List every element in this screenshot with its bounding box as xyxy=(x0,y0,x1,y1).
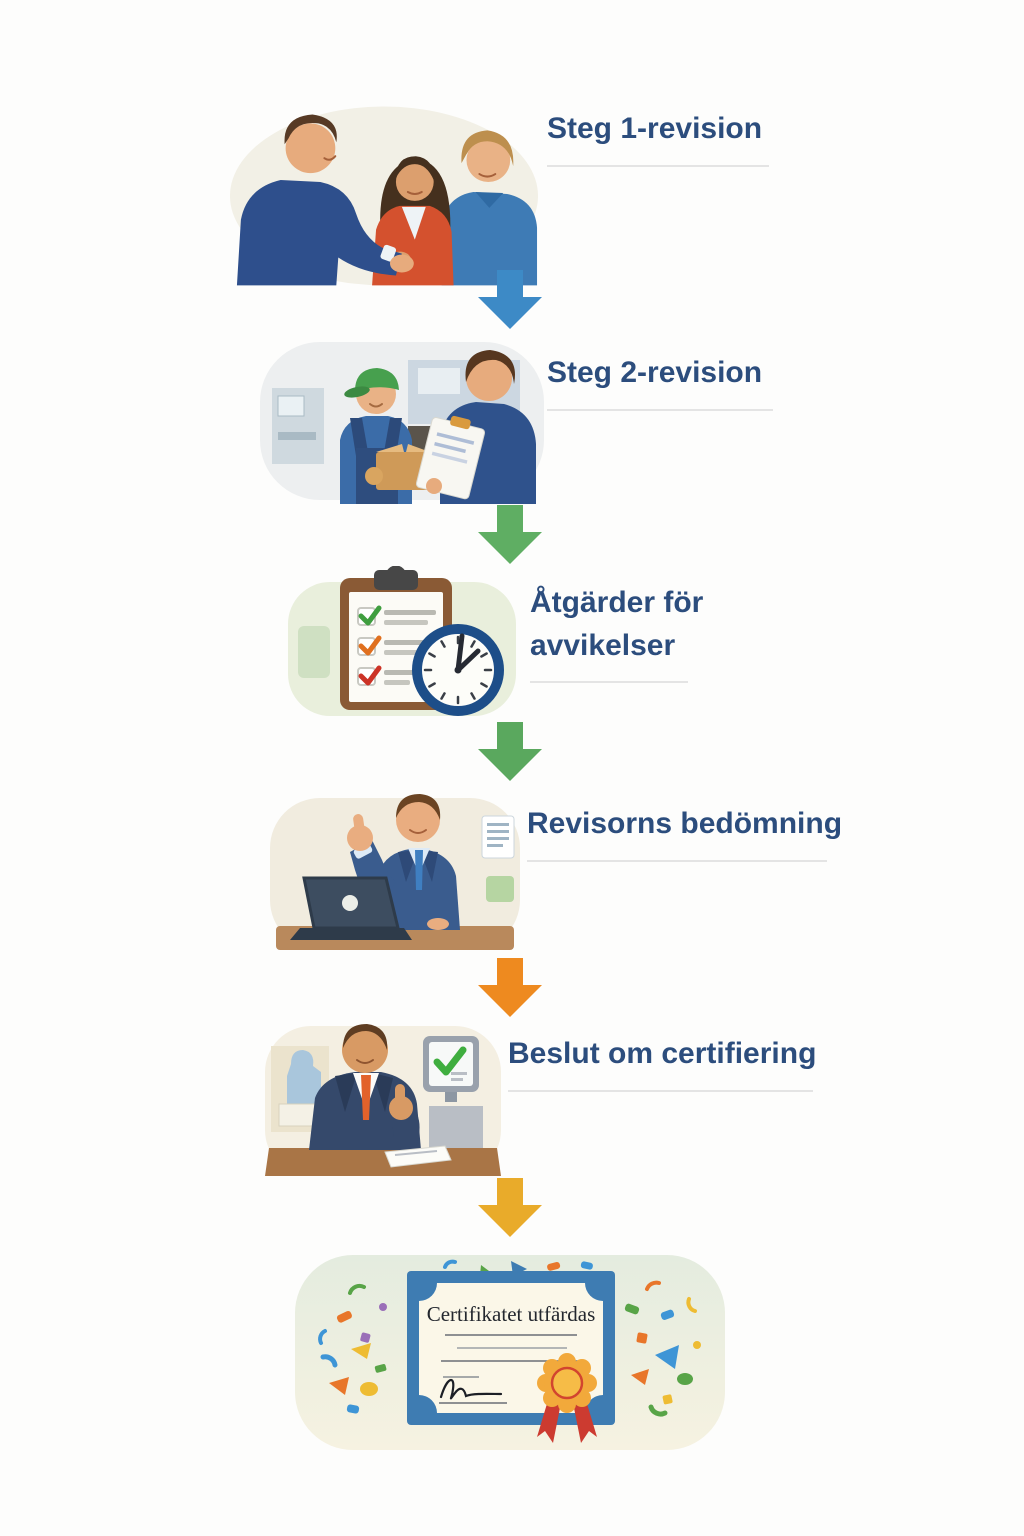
certificate-confetti-illustration: Certifikatet utfärdas xyxy=(295,1255,725,1450)
step-2-divider xyxy=(547,408,773,411)
man-laptop-thumbs-up-icon xyxy=(270,794,520,950)
meeting-people-icon xyxy=(229,106,539,286)
step-1: Steg 1-revision xyxy=(547,108,769,167)
step-4-divider xyxy=(527,859,827,862)
arrow-2-down-icon xyxy=(478,505,542,565)
auditor-laptop-thumbs-up-illustration xyxy=(270,790,520,958)
step-4: Revisorns bedömning xyxy=(527,803,842,862)
step-5-label: Beslut om certifiering xyxy=(508,1037,817,1070)
step-2: Steg 2-revision xyxy=(547,352,773,411)
step-1-label: Steg 1-revision xyxy=(547,112,763,145)
decision-thumbs-up-monitor-illustration xyxy=(265,1020,501,1180)
certificate-title: Certifikatet utfärdas xyxy=(427,1302,596,1326)
step-2-label: Steg 2-revision xyxy=(547,356,763,389)
arrow-5-down-icon xyxy=(478,1178,542,1238)
step-5-divider xyxy=(508,1089,813,1092)
checklist-clock-icon xyxy=(288,566,516,716)
man-approval-monitor-icon xyxy=(265,1024,501,1176)
step-3-label: Åtgärder för avvikelser xyxy=(530,586,704,662)
certificate-icon: Certifikatet utfärdas xyxy=(295,1255,725,1450)
initial-audit-meeting-illustration xyxy=(225,88,543,286)
arrow-1-down-icon xyxy=(478,270,542,330)
warehouse-audit-icon xyxy=(260,342,544,504)
site-inspection-illustration xyxy=(258,336,546,504)
arrow-4-down-icon xyxy=(478,958,542,1018)
step-1-divider xyxy=(547,164,769,167)
arrow-3-down-icon xyxy=(478,722,542,782)
step-3: Åtgärder för avvikelser xyxy=(530,582,730,684)
step-4-label: Revisorns bedömning xyxy=(527,807,843,840)
step-5: Beslut om certifiering xyxy=(508,1033,816,1092)
step-3-divider xyxy=(530,681,688,684)
checklist-clock-illustration xyxy=(288,566,516,724)
